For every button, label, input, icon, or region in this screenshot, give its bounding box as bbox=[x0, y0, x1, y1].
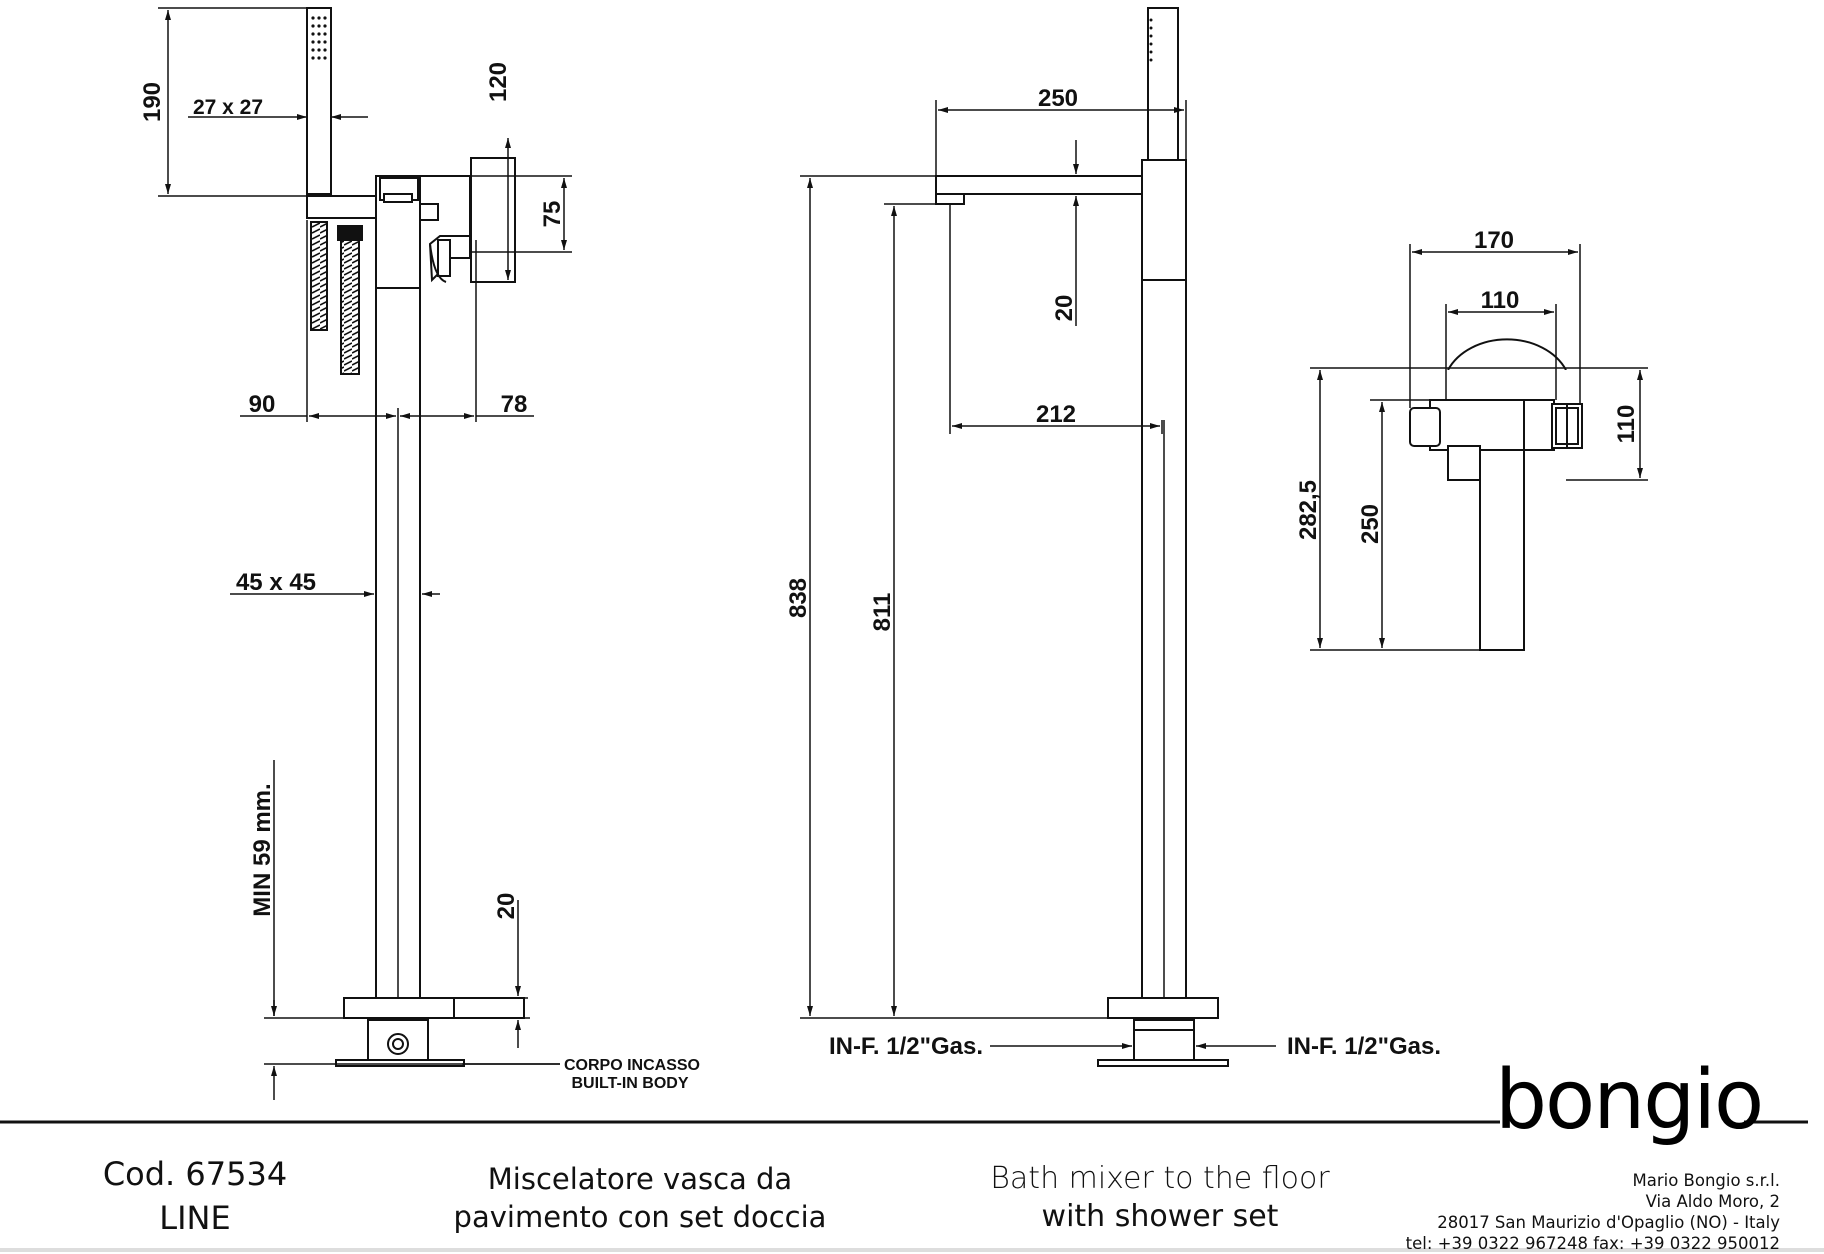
dim-120: 120 bbox=[485, 62, 512, 102]
shower-hose-2 bbox=[340, 225, 360, 375]
front-view-dimensions bbox=[800, 100, 1276, 1049]
inlet-label-right: IN-F. 1/2"Gas. bbox=[1287, 1033, 1441, 1060]
dim-190: 190 bbox=[139, 82, 166, 122]
dim-min-59: MIN 59 mm. bbox=[249, 783, 276, 916]
dim-110-side: 110 bbox=[1613, 405, 1640, 444]
company-info: Mario Bongio s.r.l. Via Aldo Moro, 2 280… bbox=[1380, 1170, 1780, 1254]
company-address-2: 28017 San Maurizio d'Opaglio (NO) - Ital… bbox=[1437, 1213, 1780, 1232]
dim-212: 212 bbox=[1036, 401, 1076, 428]
dim-170: 170 bbox=[1474, 227, 1514, 254]
dim-75: 75 bbox=[539, 201, 566, 228]
description-italian: Miscelatore vasca da pavimento con set d… bbox=[450, 1160, 830, 1236]
top-handle bbox=[1409, 407, 1441, 447]
description-en-line-2: with shower set bbox=[1041, 1199, 1279, 1234]
built-in-label-it: CORPO INCASSO bbox=[564, 1057, 700, 1074]
description-en-line-1: Bath mixer to the floor bbox=[990, 1161, 1330, 1196]
dim-282-5: 282,5 bbox=[1295, 480, 1322, 540]
dimension-labels: 190 27 x 27 120 75 90 78 45 x 45 MIN 59 … bbox=[139, 62, 1640, 1092]
base-plate bbox=[343, 997, 455, 1019]
product-code: Cod. 67534 bbox=[102, 1155, 288, 1193]
hand-shower bbox=[306, 7, 332, 195]
dim-45x45: 45 x 45 bbox=[236, 569, 316, 596]
front-mixer-body bbox=[1141, 159, 1187, 281]
front-spout bbox=[935, 175, 1143, 195]
shower-nozzles bbox=[311, 16, 327, 60]
product-line: LINE bbox=[159, 1199, 231, 1237]
front-base-plate bbox=[1107, 997, 1219, 1019]
dim-20-front: 20 bbox=[1051, 295, 1078, 322]
built-in-label-en: BUILT-IN BODY bbox=[571, 1075, 688, 1092]
description-it-line-2: pavimento con set doccia bbox=[453, 1200, 827, 1234]
front-hand-shower bbox=[1147, 7, 1179, 161]
dim-110-top: 110 bbox=[1481, 287, 1520, 314]
side-view bbox=[264, 7, 560, 1067]
dim-78: 78 bbox=[501, 391, 528, 418]
company-name: Mario Bongio s.r.l. bbox=[1632, 1171, 1780, 1190]
side-view-dimensions bbox=[158, 7, 572, 1100]
front-built-in bbox=[1133, 1019, 1195, 1061]
dim-250-front: 250 bbox=[1038, 85, 1078, 112]
top-view-dimensions bbox=[1310, 244, 1648, 651]
dim-811: 811 bbox=[869, 593, 896, 632]
dim-27x27: 27 x 27 bbox=[193, 96, 263, 119]
brand-logo: bongio bbox=[1495, 1053, 1764, 1148]
top-view bbox=[1409, 338, 1583, 651]
description-it-line-1: Miscelatore vasca da bbox=[487, 1162, 793, 1196]
company-address-1: Via Aldo Moro, 2 bbox=[1645, 1192, 1780, 1211]
dim-20-base: 20 bbox=[493, 893, 520, 920]
dim-90: 90 bbox=[249, 391, 276, 418]
inlet-label-left: IN-F. 1/2"Gas. bbox=[829, 1033, 983, 1060]
front-view bbox=[935, 7, 1229, 1067]
dim-838: 838 bbox=[785, 578, 812, 618]
company-contacts: tel: +39 0322 967248 fax: +39 0322 95001… bbox=[1405, 1234, 1780, 1253]
dim-250-top: 250 bbox=[1357, 504, 1384, 544]
description-english: Bath mixer to the floor with shower set bbox=[990, 1160, 1330, 1236]
top-rosette bbox=[1447, 338, 1567, 371]
product-code-block: Cod. 67534 LINE bbox=[60, 1152, 330, 1240]
shower-hose bbox=[310, 221, 328, 331]
